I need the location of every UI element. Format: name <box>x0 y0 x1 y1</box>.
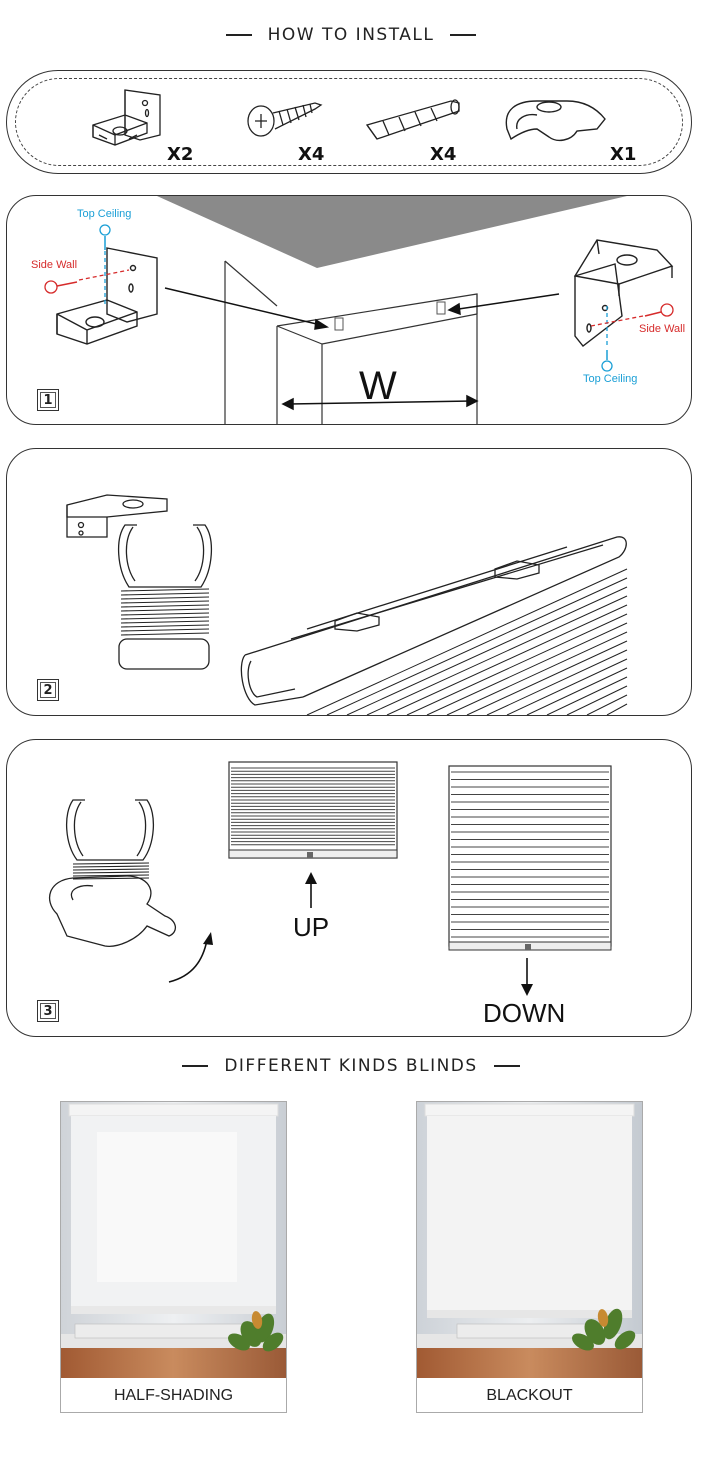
pleat-line <box>586 694 628 715</box>
heading-rule-left <box>182 1065 209 1067</box>
shade-down-icon <box>448 765 612 951</box>
kinds-title: DIFFERENT KINDS BLINDS <box>224 1056 478 1076</box>
pleat-line <box>120 592 210 596</box>
pleat-line <box>72 874 150 877</box>
right-wall-label: Side Wall <box>639 323 686 335</box>
valance-clip-qty: X1 <box>610 144 637 165</box>
half-shading-card[interactable]: HALF-SHADING <box>60 1101 287 1413</box>
blackout-card[interactable]: BLACKOUT <box>416 1101 643 1413</box>
pleat-line <box>446 631 628 715</box>
step2-badge: 2 <box>37 679 59 701</box>
parts-panel: X2 X4 X4 X1 <box>6 70 692 174</box>
pleat-line <box>72 868 150 871</box>
step3-pleats <box>72 862 150 880</box>
step2-fabric-lines <box>306 568 628 715</box>
pleat-line <box>120 600 210 604</box>
right-ceiling-label: Top Ceiling <box>583 373 638 385</box>
pleat-line <box>526 667 628 715</box>
left-bracket-icon <box>56 247 158 345</box>
left-ceiling-label: Top Ceiling <box>77 208 132 220</box>
step1-badge: 1 <box>37 389 59 411</box>
wall-anchor-qty: X4 <box>430 144 457 165</box>
wall-anchor-icon <box>365 99 460 140</box>
pleat-line <box>386 604 628 715</box>
bracket-icon <box>92 89 161 146</box>
pleat-line <box>120 596 210 600</box>
pleat-line <box>546 676 628 715</box>
step2-headrail-icon <box>240 536 627 706</box>
install-heading: HOW TO INSTALL <box>0 25 702 45</box>
step2-pleats <box>120 588 210 636</box>
pleat-line <box>326 577 628 715</box>
half-shading-photo <box>61 1102 286 1378</box>
pleat-line <box>72 862 150 865</box>
left-wall-label: Side Wall <box>31 259 78 271</box>
pleat-line <box>72 865 150 868</box>
parts-dashed-outline <box>15 78 683 166</box>
step2-diagram <box>66 494 628 715</box>
heading-rule-right <box>493 1065 520 1067</box>
step1-diagram <box>44 196 674 424</box>
pleat-line <box>366 595 628 715</box>
step3-clip-icon <box>48 799 176 947</box>
half-shading-label: HALF-SHADING <box>113 1387 234 1404</box>
left-ceiling-screw-icon <box>99 224 111 304</box>
pleat-line <box>120 588 210 592</box>
pleat-line <box>120 620 210 624</box>
width-label: W <box>359 364 397 408</box>
pleat-line <box>306 568 628 715</box>
pleat-line <box>120 624 210 628</box>
pleat-line <box>346 586 628 715</box>
step1-panel: Top Ceiling Side Wall Top Ceiling Side W… <box>6 195 692 425</box>
down-label: DOWN <box>483 998 566 1028</box>
pleat-line <box>486 649 628 715</box>
step2-panel: 2 <box>6 448 692 716</box>
step2-shade-profile-icon <box>117 524 213 670</box>
install-title: HOW TO INSTALL <box>267 25 435 45</box>
valance-clip-icon <box>505 100 606 142</box>
pleat-line <box>406 613 628 715</box>
pleat-line <box>466 640 628 715</box>
step3-badge: 3 <box>37 1000 59 1022</box>
pleat-line <box>120 632 210 636</box>
right-ceiling-screw-icon <box>601 306 613 372</box>
heading-rule-left <box>225 34 252 36</box>
pleat-line <box>120 612 210 616</box>
right-bracket-icon <box>573 239 674 347</box>
blackout-photo <box>417 1102 642 1378</box>
heading-rule-right <box>450 34 477 36</box>
step2-bracket-icon <box>66 494 168 538</box>
pleat-line <box>120 604 210 608</box>
up-label: UP <box>293 912 330 942</box>
pleat-line <box>120 628 210 632</box>
blackout-label: BLACKOUT <box>486 1387 573 1404</box>
screw-qty: X4 <box>298 144 325 165</box>
pleat-line <box>606 703 628 715</box>
step3-diagram <box>48 761 612 996</box>
pleat-line <box>120 616 210 620</box>
step3-panel: UP DOWN 3 <box>6 739 692 1037</box>
pleat-line <box>72 871 150 874</box>
ceiling-surface <box>157 196 627 268</box>
bracket-qty: X2 <box>167 144 194 165</box>
pleat-line <box>566 685 628 715</box>
pleat-line <box>426 622 628 715</box>
shade-up-icon <box>228 761 398 859</box>
kinds-heading: DIFFERENT KINDS BLINDS <box>0 1056 702 1076</box>
left-wall-screw-icon <box>44 269 130 294</box>
right-wall-screw-icon <box>590 303 674 327</box>
screw-icon <box>247 102 323 137</box>
pleat-line <box>72 877 150 880</box>
pleat-line <box>506 658 628 715</box>
pleat-line <box>120 608 210 612</box>
